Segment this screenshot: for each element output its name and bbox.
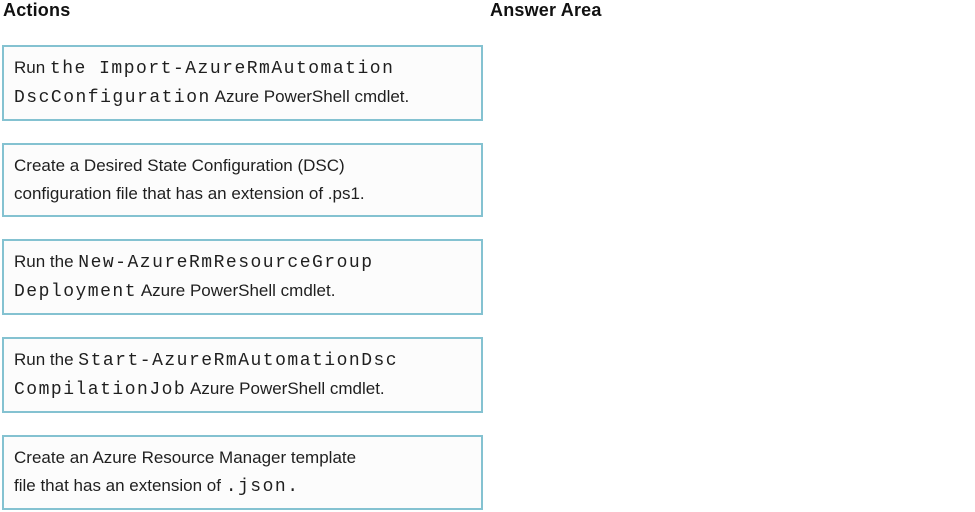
action-text: Create a Desired State Configuration (DS… (14, 156, 345, 175)
action-text-line: configuration file that has an extension… (14, 180, 469, 208)
action-text-line: DscConfiguration Azure PowerShell cmdlet… (14, 83, 469, 112)
action-text: Create an Azure Resource Manager templat… (14, 448, 357, 467)
action-text-line: file that has an extension of .json. (14, 472, 469, 501)
action-text: file that has an extension of (14, 476, 226, 495)
action-box-create-dsc-configuration-file[interactable]: Create a Desired State Configuration (DS… (2, 143, 483, 217)
action-text: Run the (14, 252, 79, 271)
action-text: Azure PowerShell cmdlet. (186, 379, 385, 398)
cmdlet-text: New-AzureRmResourceGroup (78, 253, 374, 273)
action-text: Azure PowerShell cmdlet. (210, 87, 410, 106)
action-text: Run the (14, 350, 79, 369)
action-text: configuration file that has an extension… (14, 184, 365, 203)
action-text-line: Run the New-AzureRmResourceGroup (14, 248, 469, 277)
cmdlet-text: the Import-AzureRmAutomation (49, 59, 395, 79)
cmdlet-text: CompilationJob (14, 380, 187, 400)
cmdlet-text: Deployment (14, 282, 138, 302)
action-text-line: Run the Import-AzureRmAutomation (14, 54, 469, 83)
action-text-line: Create a Desired State Configuration (DS… (14, 152, 469, 180)
action-text: Run (14, 58, 50, 77)
action-box-create-arm-template-file[interactable]: Create an Azure Resource Manager templat… (2, 435, 483, 510)
action-text: Azure PowerShell cmdlet. (137, 281, 336, 300)
action-text-line: Deployment Azure PowerShell cmdlet. (14, 277, 469, 306)
cmdlet-text: Start-AzureRmAutomationDsc (78, 351, 399, 371)
answer-area-header: Answer Area (490, 0, 602, 20)
action-text-line: Run the Start-AzureRmAutomationDsc (14, 346, 469, 375)
answer-area-dropzone[interactable] (490, 45, 970, 505)
action-text-line: CompilationJob Azure PowerShell cmdlet. (14, 375, 469, 404)
action-text-line: Create an Azure Resource Manager templat… (14, 444, 469, 472)
cmdlet-text: DscConfiguration (14, 88, 211, 108)
actions-header: Actions (3, 0, 71, 20)
cmdlet-text: .json. (225, 477, 300, 497)
